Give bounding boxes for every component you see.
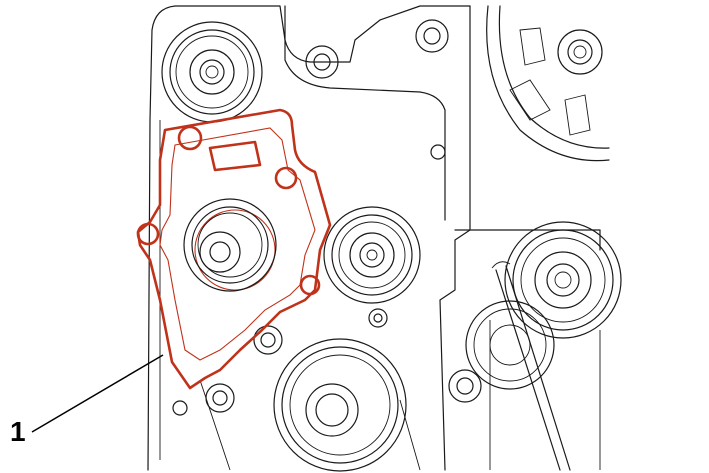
tensioner-pulley	[504, 221, 622, 339]
bolt-bottom-left	[205, 383, 235, 413]
callout-leader-line	[31, 354, 164, 433]
bolt-lower-left	[253, 325, 283, 355]
crankshaft-sprocket	[273, 338, 407, 472]
tensioner-disc	[465, 261, 571, 471]
engine-block-outline	[147, 5, 601, 471]
bolt-mid	[430, 144, 446, 160]
top-idler-pulley	[161, 21, 263, 123]
center-idler-pulley	[323, 206, 421, 304]
bolt-top-center	[305, 45, 339, 79]
callout-label-1: 1	[10, 416, 26, 447]
bolt-lower-right	[448, 369, 482, 403]
camshaft-sprocket	[486, 5, 610, 162]
bolt-center-low	[368, 308, 388, 328]
bolt-bottom-small	[172, 400, 188, 416]
water-pump-sprocket	[183, 198, 277, 292]
bolt-top-right	[415, 19, 449, 53]
water-pump	[136, 108, 332, 390]
